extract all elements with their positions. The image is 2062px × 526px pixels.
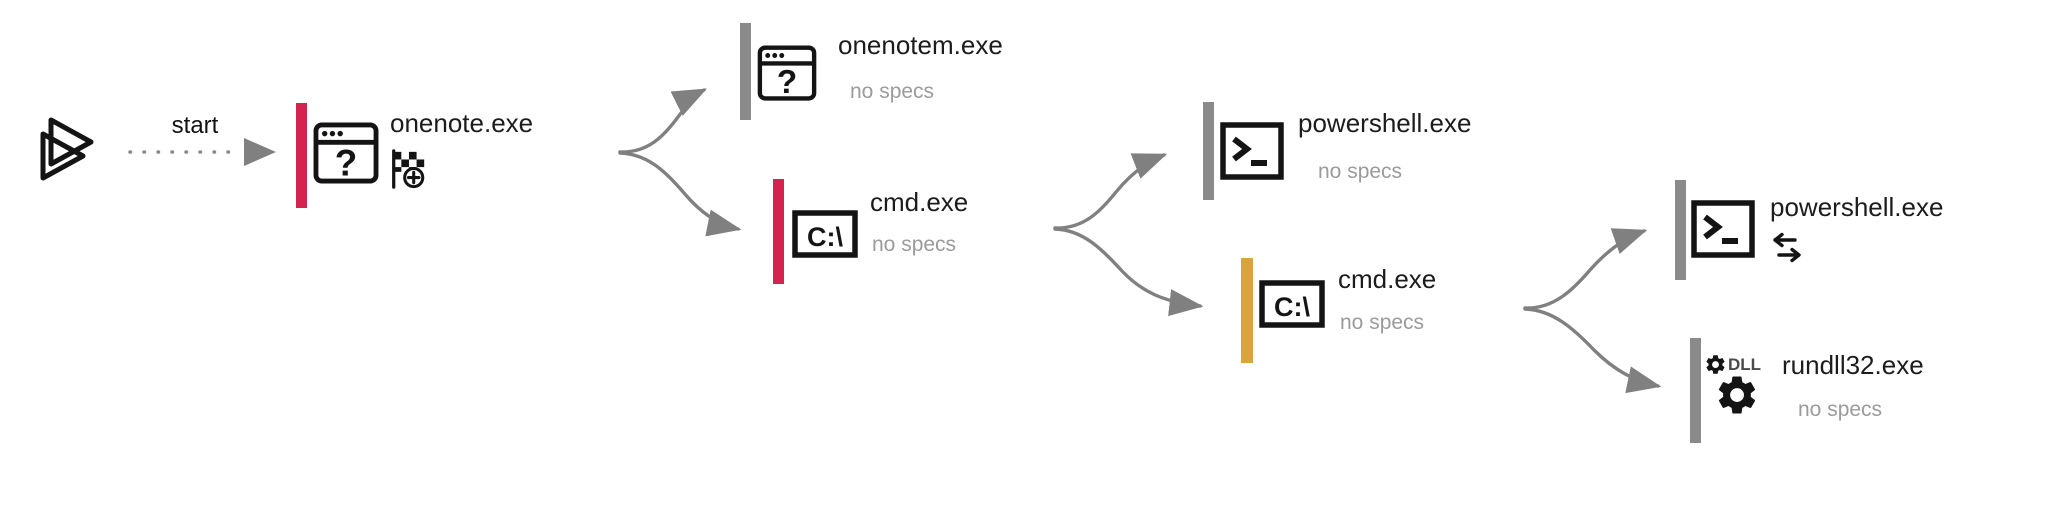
process-name: cmd.exe (870, 187, 969, 217)
play-start-icon (34, 110, 98, 186)
flag-plus-icon (388, 147, 428, 191)
dll-text: DLL (1728, 355, 1761, 374)
node-subtext: no specs (1340, 311, 1425, 334)
terminal-icon (1220, 122, 1284, 180)
process-node-powershell2[interactable]: powershell.exe (1675, 180, 1965, 285)
process-name: cmd.exe (1338, 264, 1437, 294)
edge-onenote-onenotem (618, 88, 708, 154)
process-node-cmd1[interactable]: C:\ cmd.exe no specs (773, 179, 993, 289)
cmd-prompt-icon: C:\ (792, 210, 858, 258)
svg-text:?: ? (335, 142, 357, 183)
edge-cmd1-powershell1 (1053, 153, 1168, 230)
start-edge-label: start (171, 112, 219, 139)
process-node-cmd2[interactable]: C:\ cmd.exe no specs (1241, 258, 1461, 368)
node-subtext: no specs (1318, 160, 1403, 183)
severity-bar (296, 103, 307, 208)
gear-dll-icon: DLL (1704, 350, 1776, 420)
network-arrows-icon (1768, 232, 1804, 264)
terminal-icon (1691, 200, 1755, 258)
process-name: onenote.exe (390, 108, 534, 138)
process-name: rundll32.exe (1782, 350, 1924, 380)
severity-bar (1241, 258, 1253, 363)
process-name: onenotem.exe (838, 30, 1003, 60)
process-name: powershell.exe (1770, 192, 1944, 222)
severity-bar (1675, 180, 1686, 280)
process-node-rundll32[interactable]: DLL rundll32.exe no specs (1690, 338, 1970, 448)
process-node-powershell1[interactable]: powershell.exe no specs (1203, 102, 1483, 202)
severity-bar (773, 179, 784, 284)
edge-cmd1-cmd2 (1053, 227, 1204, 317)
svg-text:C:\: C:\ (807, 222, 843, 252)
unknown-window-icon: ? (755, 45, 819, 101)
unknown-window-icon: ? (313, 122, 379, 184)
svg-text:?: ? (777, 64, 797, 101)
cmd-prompt-icon: C:\ (1259, 280, 1325, 328)
severity-bar (1203, 102, 1214, 200)
edge-cmd2-powershell2 (1523, 228, 1648, 310)
process-name: powershell.exe (1298, 108, 1472, 138)
severity-bar (740, 23, 751, 120)
node-subtext: no specs (872, 233, 957, 256)
edge-onenote-cmd1 (618, 151, 742, 237)
node-subtext: no specs (1798, 398, 1883, 421)
process-node-onenote[interactable]: ? onenote.exe (296, 103, 533, 213)
start-arrowhead-icon (244, 138, 276, 166)
severity-bar (1690, 338, 1701, 443)
process-node-onenotem[interactable]: ? onenotem.exe no specs (740, 23, 1003, 123)
edge-cmd2-rundll32 (1523, 307, 1662, 394)
node-subtext: no specs (850, 80, 935, 103)
svg-text:C:\: C:\ (1274, 292, 1310, 322)
